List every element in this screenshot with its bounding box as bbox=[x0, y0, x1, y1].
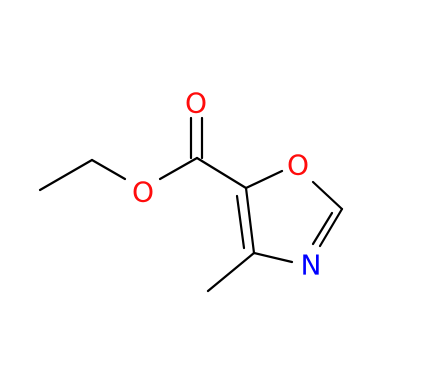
atom-o-carbonyl: O bbox=[185, 87, 207, 120]
bond-ring-c5-o1 bbox=[244, 169, 284, 190]
bond-ring-n3-c4 bbox=[252, 251, 294, 264]
bond-ring-c4-c5-inner bbox=[235, 194, 246, 250]
bond-ethyl-ch3-ch2 bbox=[38, 158, 94, 192]
bond-ring-c2-n3-outer bbox=[318, 207, 344, 248]
bond-ring-c2-n3-inner bbox=[311, 211, 334, 246]
bond-ring-c4-c5-outer bbox=[244, 186, 256, 255]
bond-c4-methyl bbox=[206, 251, 256, 293]
bond-o-carbonyl-c bbox=[158, 156, 199, 181]
bond-carbonyl-c-ring-c5 bbox=[195, 156, 248, 190]
atom-o-ester: O bbox=[132, 176, 154, 209]
atom-o-ring: O bbox=[287, 149, 309, 182]
bond-ring-o1-c2 bbox=[311, 180, 344, 211]
atom-n-ring: N bbox=[301, 249, 322, 282]
bond-ethyl-ch2-o bbox=[90, 158, 127, 181]
